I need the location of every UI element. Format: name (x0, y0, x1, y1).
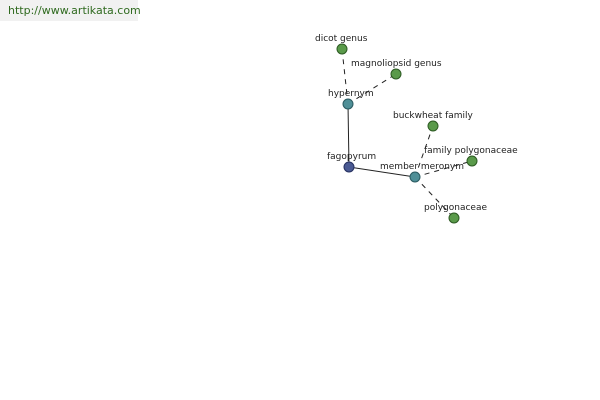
node-label-hypernym[interactable]: hypernym (328, 89, 374, 99)
node-member-meronym[interactable] (409, 171, 421, 183)
graph-nodes (336, 43, 478, 224)
node-magnoliopsid[interactable] (390, 68, 402, 80)
node-label-magnoliopsid[interactable]: magnoliopsid genus (351, 59, 442, 69)
graph-labels: dicot genus magnoliopsid genus hypernym fag… (315, 34, 518, 213)
node-dicot[interactable] (336, 43, 348, 55)
node-label-polygonaceae[interactable]: polygonaceae (424, 203, 487, 213)
node-label-member-meronym[interactable]: member meronym (380, 162, 464, 172)
node-family-poly[interactable] (466, 155, 478, 167)
edge-fagopyrum-hypernym (347, 103, 350, 168)
node-label-fagopyrum[interactable]: fagopyrum (327, 152, 376, 162)
node-label-buckwheat[interactable]: buckwheat family (393, 111, 474, 121)
node-buckwheat[interactable] (427, 120, 439, 132)
edge-fagopyrum-member_meronym (348, 166, 416, 178)
node-fagopyrum[interactable] (343, 161, 355, 173)
node-label-dicot[interactable]: dicot genus (315, 34, 368, 44)
graph-edges (341, 48, 473, 219)
site-url-banner[interactable]: http://www.artikata.com (0, 0, 141, 21)
node-label-family-poly[interactable]: family polygonaceae (424, 146, 518, 156)
node-hypernym[interactable] (342, 98, 354, 110)
node-polygonaceae[interactable] (448, 212, 460, 224)
